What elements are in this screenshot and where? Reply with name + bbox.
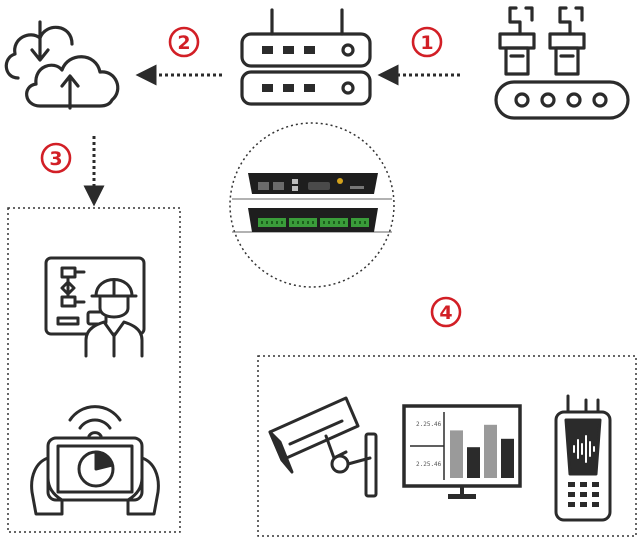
tablet-remote-icon xyxy=(30,405,160,516)
field-devices-group xyxy=(257,355,637,537)
step-badge-4: 4 xyxy=(430,296,462,328)
handheld-radio-icon xyxy=(554,394,612,522)
monitor-readout-top: 2.25.46 xyxy=(416,421,442,428)
step-badge-3: 3 xyxy=(40,142,72,174)
monitor-bar xyxy=(501,438,514,478)
monitor-bar xyxy=(450,430,463,478)
monitor-bars xyxy=(450,424,514,478)
conveyor-robot-icon xyxy=(494,6,630,120)
gateway-hardware-icon xyxy=(229,122,395,288)
router-icon xyxy=(240,8,372,106)
step-4-label: 4 xyxy=(439,302,452,324)
monitor-chart-icon: 2.25.46 2.25.46 xyxy=(402,404,522,499)
monitor-readout-bottom: 2.25.46 xyxy=(416,461,442,468)
security-camera-icon xyxy=(268,396,378,498)
step-3-label: 3 xyxy=(49,148,62,170)
step-badge-2: 2 xyxy=(168,26,200,58)
step-1-label: 1 xyxy=(420,32,433,54)
engineer-hmi-icon xyxy=(44,256,146,358)
cloud-sync-icon xyxy=(4,20,120,110)
step-badge-1: 1 xyxy=(411,26,443,58)
step-2-label: 2 xyxy=(177,32,190,54)
remote-access-group xyxy=(7,207,181,533)
monitor-bar xyxy=(467,447,480,478)
monitor-bar xyxy=(484,424,497,478)
